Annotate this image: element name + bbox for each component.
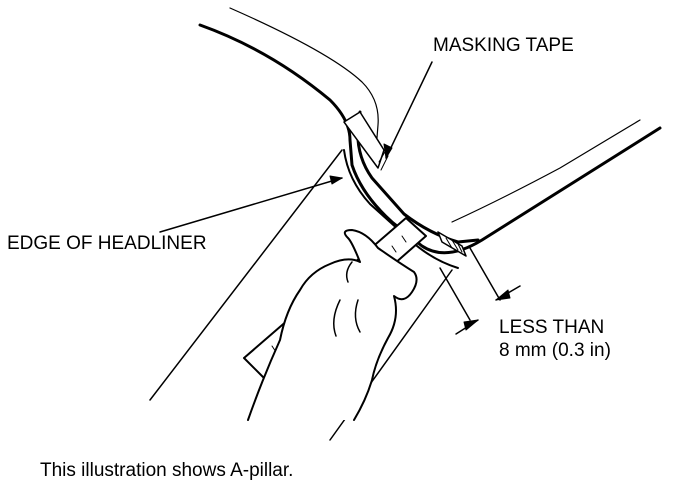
pillar-trim-inner	[356, 110, 480, 244]
leader-edge-of-headliner	[159, 177, 343, 233]
glass-edge-right	[451, 119, 641, 223]
tape-strip-right	[437, 231, 467, 257]
pillar-lower-left-edge	[149, 149, 343, 401]
dimension-line-upper	[469, 247, 501, 301]
caption: This illustration shows A-pillar.	[40, 460, 294, 481]
label-less-than: LESS THAN	[499, 317, 605, 338]
hand-outline	[247, 229, 418, 421]
dimension-arrowhead-upper	[495, 289, 511, 301]
headliner-fold	[343, 149, 459, 269]
label-masking-tape: MASKING TAPE	[433, 35, 574, 56]
label-edge-of-headliner: EDGE OF HEADLINER	[7, 233, 207, 254]
leader-arrowhead-masking-tape	[383, 143, 393, 159]
leader-masking-tape	[385, 61, 433, 159]
tape-hatch-right	[445, 237, 463, 253]
leader-arrowhead-edge	[329, 175, 343, 185]
glass-edge-upper	[229, 7, 379, 151]
finger-lines	[333, 261, 361, 337]
dimension-line-lower	[439, 267, 471, 321]
dimension-arrowhead-lower	[463, 319, 479, 331]
label-dimension-value: 8 mm (0.3 in)	[499, 340, 611, 361]
roof-outline	[198, 23, 662, 255]
masking-tape-strip	[343, 111, 385, 169]
hand	[247, 229, 418, 421]
